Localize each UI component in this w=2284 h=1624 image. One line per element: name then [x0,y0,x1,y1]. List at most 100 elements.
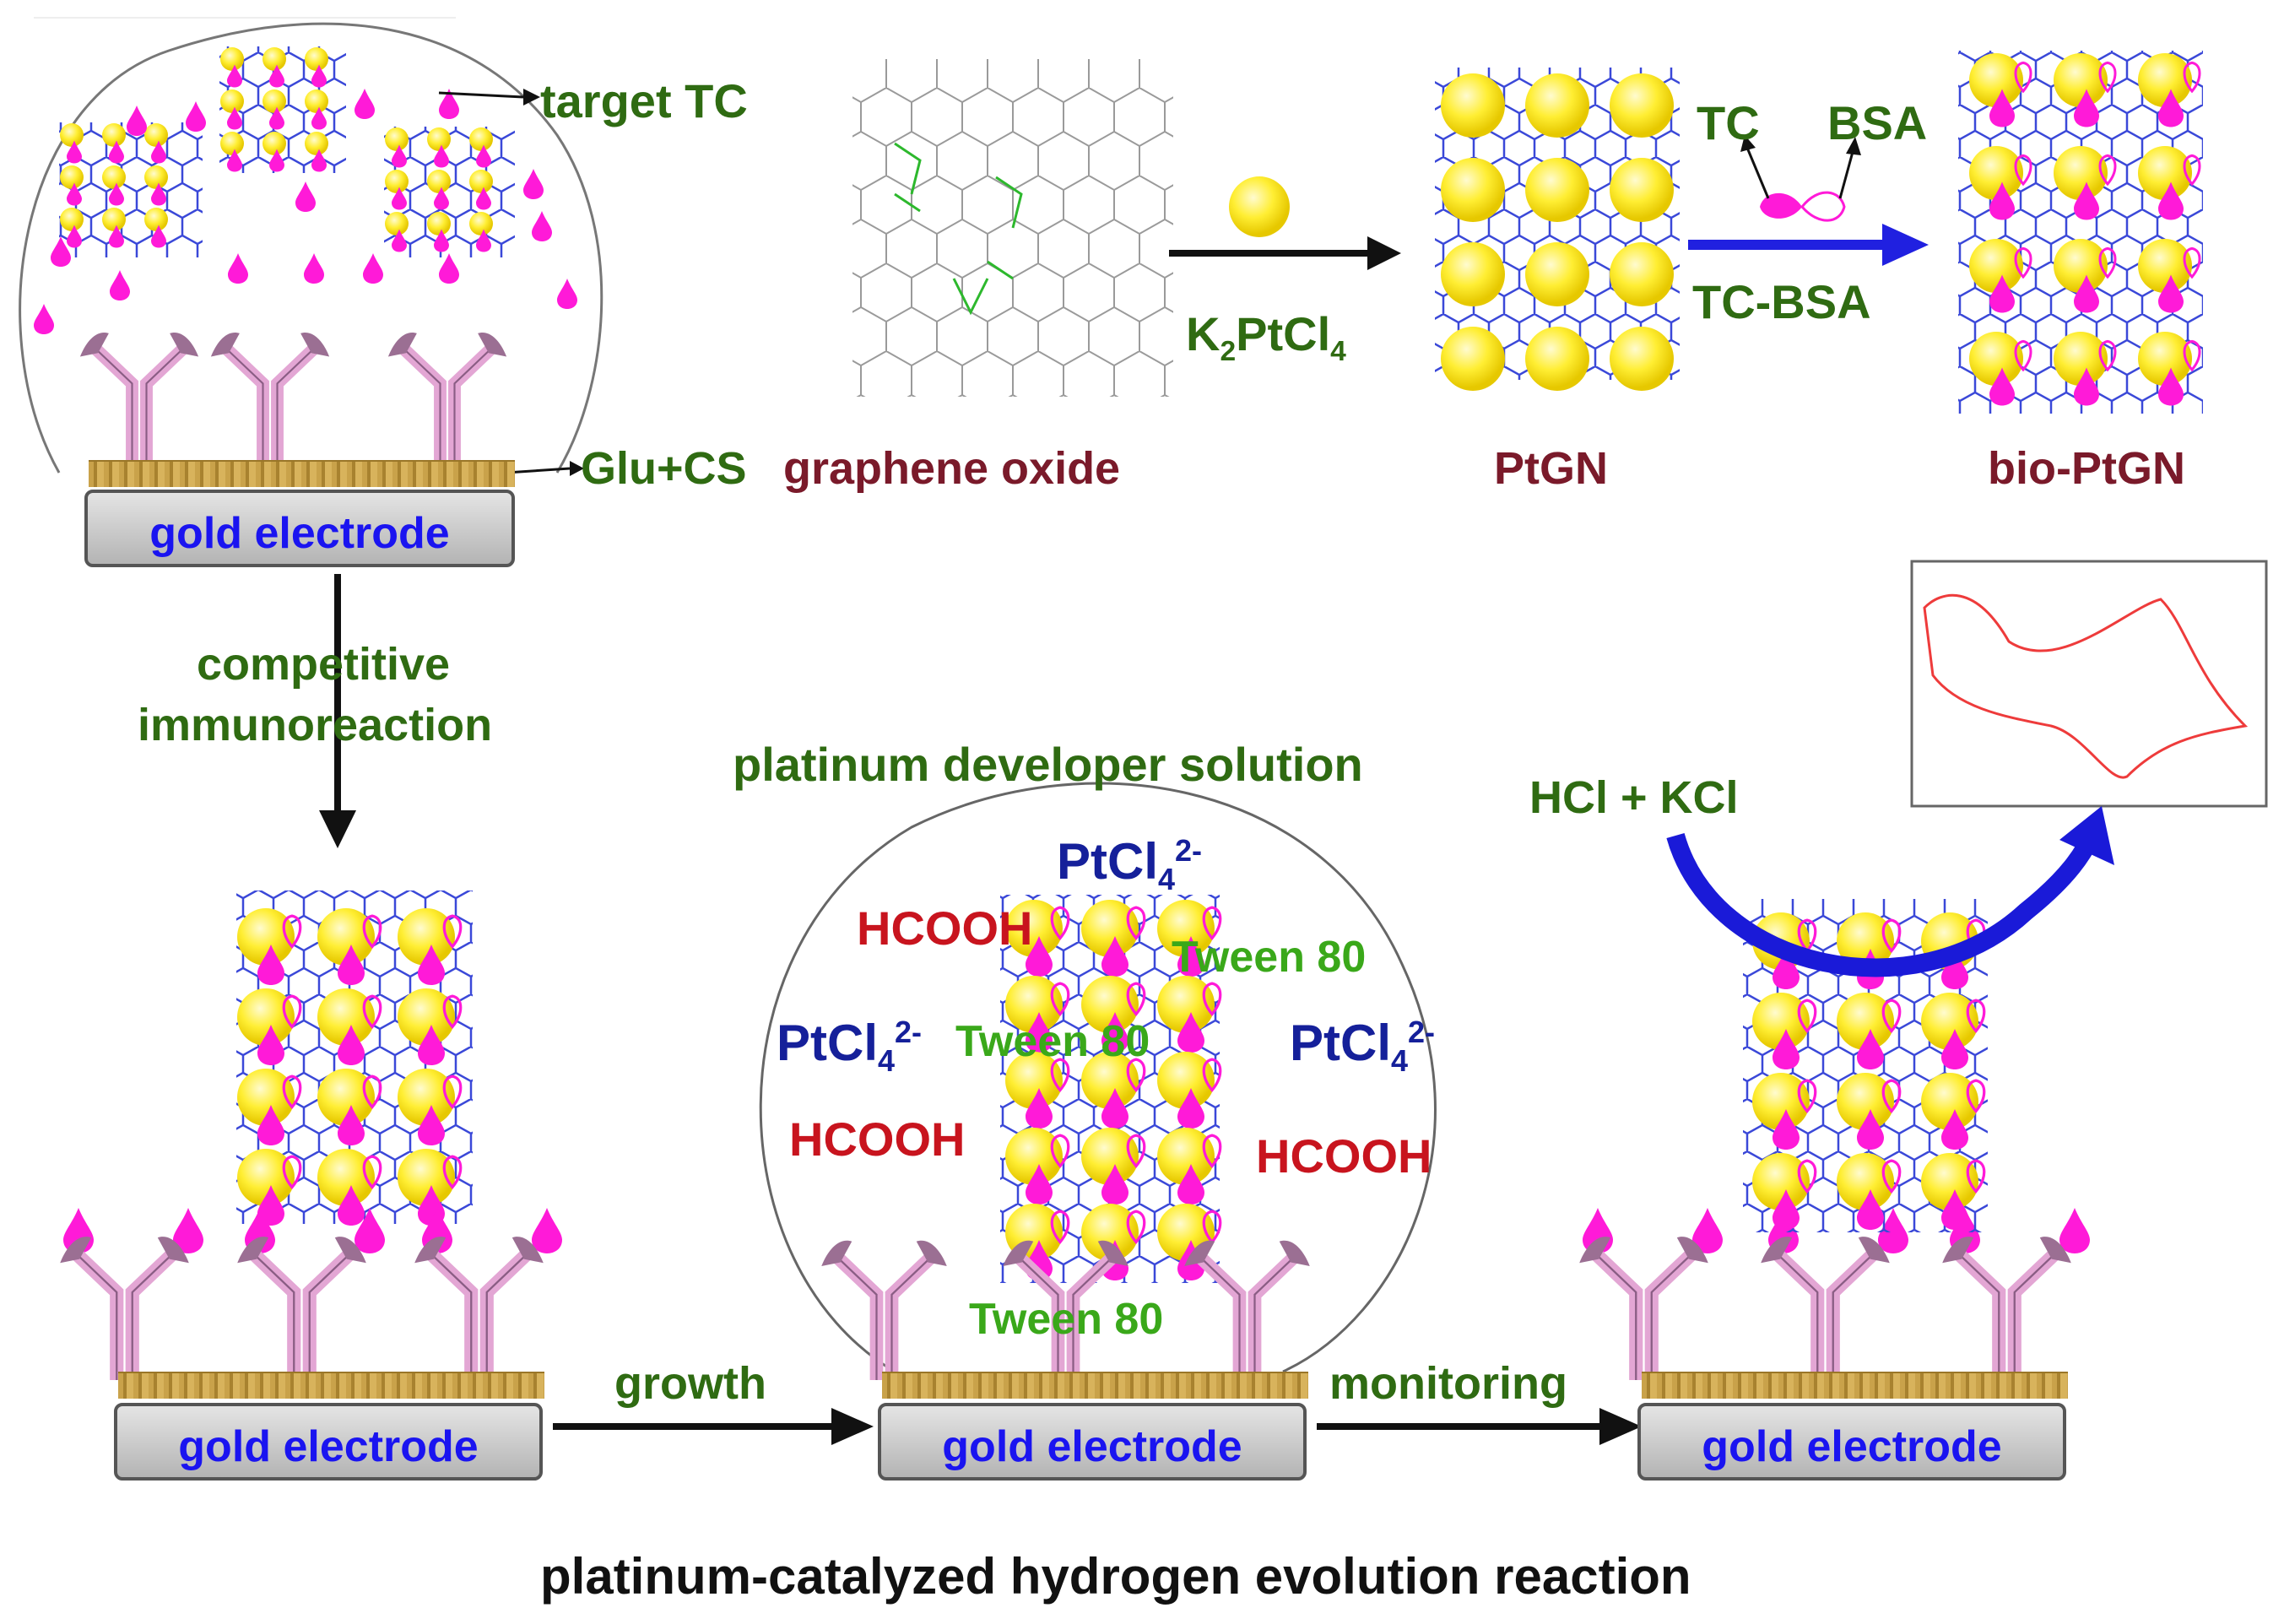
bsa-label: BSA [1827,96,1928,149]
developer-solution-label: platinum developer solution [733,738,1363,791]
platinum-particle [237,988,295,1046]
platinum-particle [144,208,168,231]
platinum-particle [385,212,409,235]
platinum-nanoparticle-icon [1229,176,1290,237]
platinum-particle [144,123,168,147]
graphene-oxide-label: graphene oxide [783,443,1121,494]
platinum-particle [262,132,286,155]
platinum-particle [2054,332,2108,386]
platinum-particle [427,170,451,193]
platinum-particle [1610,327,1674,391]
platinum-particle [1441,73,1505,138]
platinum-particle [427,127,451,151]
platinum-particle [1081,1128,1139,1185]
platinum-particle [1441,327,1505,391]
magnified-electrode-group [19,17,603,474]
electrode-label: gold electrode [149,509,450,558]
gold-layer-stage2 [882,1372,1308,1399]
platinum-particle [305,47,328,71]
platinum-particle [1837,993,1894,1050]
platinum-particle [469,127,493,151]
electrode-label: gold electrode [942,1422,1242,1471]
platinum-particle [317,988,375,1046]
platinum-particle [1005,1052,1063,1109]
tc-label: TC [1697,96,1760,149]
platinum-particle [2138,239,2192,293]
k2ptcl4-label: K2PtCl4 [1186,307,1346,368]
platinum-particle [385,170,409,193]
platinum-particle [305,132,328,155]
platinum-particle [1921,1073,1978,1130]
captured-tc-drop [532,1208,562,1253]
platinum-particle [1157,1052,1215,1109]
platinum-particle [398,988,455,1046]
ptgn-label: PtGN [1494,443,1608,494]
platinum-particle [1157,976,1215,1033]
platinum-particle [1157,900,1215,957]
platinum-particle [102,165,126,189]
monitoring-label: monitoring [1329,1358,1567,1409]
platinum-particle [1525,242,1589,306]
gold-layer-top [89,460,515,487]
platinum-particle [469,170,493,193]
gold-layer-stage3 [1642,1372,2068,1399]
platinum-particle [2138,53,2192,107]
platinum-particle [2054,239,2108,293]
platinum-particle [220,132,244,155]
stage-growth-circle [759,782,1437,1380]
platinum-particle [1969,239,2023,293]
platinum-particle [1969,332,2023,386]
ptcl4-label-top: PtCl42- [1057,833,1203,896]
platinum-particle [1441,158,1505,222]
platinum-particle [1752,1153,1810,1210]
platinum-particle [1921,1153,1978,1210]
platinum-particle [1005,900,1063,957]
platinum-particle [305,89,328,113]
platinum-particle [1525,73,1589,138]
tc-bsa-conjugate-icon [1740,135,1861,222]
platinum-particle [1081,900,1139,957]
platinum-particle [2054,146,2108,200]
platinum-particle [1610,158,1674,222]
cyclic-voltammogram-inset [1910,560,2268,808]
platinum-particle [1837,912,1894,970]
gold-electrode-top: gold electrode [84,490,515,567]
ptcl4-label-right: PtCl42- [1290,1015,1436,1078]
target-tc-label: target TC [540,74,748,127]
platinum-particle [1752,1073,1810,1130]
hcooh-label-left: HCOOH [789,1112,966,1166]
bio-ptgn-label: bio-PtGN [1988,443,2185,494]
growth-label: growth [614,1358,766,1409]
platinum-particle [398,1149,455,1206]
electrode-label: gold electrode [1702,1422,2002,1471]
platinum-particle [220,89,244,113]
stage-competitive-result [60,890,2090,1380]
gold-layer-stage1 [118,1372,544,1399]
platinum-particle [144,165,168,189]
platinum-particle [237,1069,295,1126]
platinum-particle [1081,976,1139,1033]
platinum-particle [469,212,493,235]
platinum-particle [427,212,451,235]
platinum-particle [237,908,295,966]
platinum-particle [262,47,286,71]
ptgn-sheet [1435,68,1680,391]
platinum-particle [317,1149,375,1206]
gold-electrode-stage1: gold electrode [114,1403,543,1481]
platinum-particle [1837,1073,1894,1130]
bio-ptgn-sheet [1958,51,2203,414]
platinum-particle [60,165,84,189]
platinum-particle [1921,993,1978,1050]
platinum-particle [1837,1153,1894,1210]
hcl-kcl-label: HCl + KCl [1529,772,1739,823]
platinum-particle [1005,976,1063,1033]
platinum-particle [237,1149,295,1206]
platinum-particle [1081,1052,1139,1109]
tc-bsa-label: TC-BSA [1692,275,1871,328]
platinum-particle [398,908,455,966]
platinum-particle [102,208,126,231]
footer-caption: platinum-catalyzed hydrogen evolution re… [540,1548,1691,1605]
gold-electrode-stage3: gold electrode [1637,1403,2066,1481]
